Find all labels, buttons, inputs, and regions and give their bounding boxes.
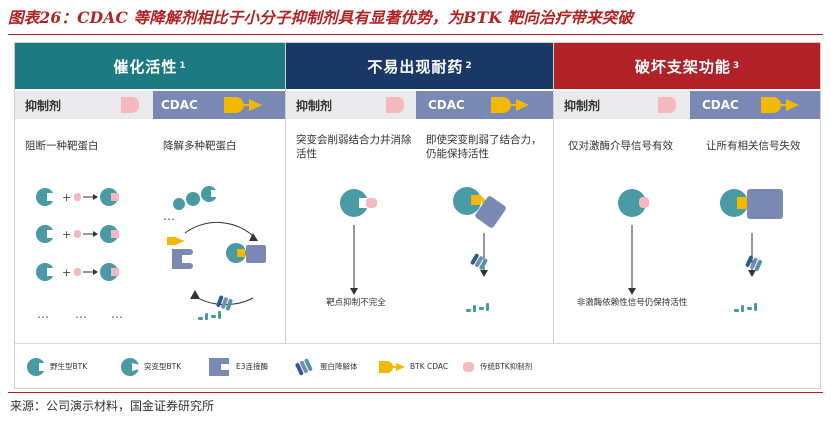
- inhibitor-icon: [658, 97, 677, 113]
- legend-label: 传统BTK抑制剂: [480, 362, 533, 371]
- desc-cdac-1: 降解多种靶蛋白: [163, 140, 237, 152]
- btk-cdac-icon: [379, 360, 405, 373]
- legend-label: 蛋白降解体: [320, 362, 358, 371]
- tab-inhibitor-3-label: 抑制剂: [564, 98, 601, 113]
- tab-inhibitor-1-label: 抑制剂: [25, 98, 62, 113]
- mutant-btk-with-inhibitor: [340, 189, 377, 295]
- e3-ligase-icon: [209, 357, 229, 376]
- cdac-icon: [223, 97, 262, 113]
- legend-label: 野生型BTK: [50, 362, 88, 371]
- more-targets-dots: …: [163, 209, 176, 223]
- source-divider: [8, 392, 823, 393]
- wildtype-btk-icon: [27, 357, 47, 376]
- legend-item: 蛋白降解体: [293, 344, 358, 388]
- legend-label: 突变型BTK: [144, 362, 182, 371]
- figure-title: 图表26：CDAC 等降解剂相比于小分子抑制剂具有显著优势，为BTK 靶向治疗带…: [8, 8, 634, 27]
- header-catalytic-label: 催化活性: [113, 57, 178, 76]
- legend-label: BTK CDAC: [410, 362, 449, 371]
- catalytic-cycle: [167, 186, 266, 320]
- mutant-btk-icon: [121, 357, 140, 376]
- scaffold-illustration: [618, 189, 783, 312]
- inhibitor-binding-row: +: [36, 188, 119, 206]
- protein-fragment-icon: [295, 358, 313, 375]
- inhibitor-icon: [386, 97, 405, 113]
- header-scaffold-label: 破坏支架功能: [634, 57, 731, 76]
- cdac-icon: [490, 97, 529, 113]
- inhibitor-binding-row: +: [36, 263, 119, 281]
- inhibitor-icon: [121, 97, 140, 113]
- legend-item: 野生型BTK: [25, 344, 88, 388]
- tab-cdac-2-label: CDAC: [428, 98, 465, 112]
- tab-inhibitor-2: 抑制剂: [286, 91, 416, 119]
- inhibitor-binding-row: +: [36, 225, 119, 243]
- legend-item: 传统BTK抑制剂: [461, 344, 533, 388]
- header-resistance-label: 不易出现耐药: [367, 57, 464, 76]
- tab-cdac-3: CDAC: [690, 91, 820, 119]
- cdac-icon: [760, 97, 799, 113]
- legend-item: E3连接酶: [207, 344, 269, 388]
- svg-text:+: +: [62, 228, 71, 241]
- header-catalytic-sup: 1: [179, 61, 187, 71]
- header-resistance-sup: 2: [465, 61, 473, 71]
- desc-cdac-2: 即使突变削弱了结合力，仍能保持活性: [426, 134, 542, 160]
- svg-text:+: +: [62, 266, 71, 279]
- tab-cdac-1-label: CDAC: [161, 98, 198, 112]
- tab-cdac-1: CDAC: [153, 91, 285, 119]
- tab-inhibitor-3: 抑制剂: [554, 91, 690, 119]
- svg-text:+: +: [62, 191, 71, 204]
- catalytic-illustration: + + +: [36, 186, 266, 320]
- tab-cdac-2: CDAC: [416, 91, 554, 119]
- btk-inhibitor-icon: [463, 361, 474, 372]
- ellipsis: …: [75, 307, 88, 321]
- ellipsis: …: [37, 307, 50, 321]
- title-divider: [8, 34, 823, 35]
- btk-with-cdac: [720, 189, 783, 312]
- desc-inhibitor-3: 仅对激酶介导信号有效: [568, 140, 673, 152]
- tab-cdac-3-label: CDAC: [702, 98, 739, 112]
- desc-cdac-3: 让所有相关信号失效: [706, 140, 801, 152]
- desc-inhibitor-2: 突变会削弱结合力并消除活性: [296, 134, 412, 160]
- legend-label: E3连接酶: [236, 362, 269, 371]
- tab-inhibitor-1: 抑制剂: [15, 91, 153, 119]
- note-non-kinase-signal: 非激酶依赖性信号仍保持活性: [576, 298, 688, 308]
- note-incomplete-inhibition: 靶点抑制不完全: [326, 298, 386, 308]
- mutant-btk-with-cdac: [453, 187, 506, 312]
- source-note: 来源：公司演示材料，国金证券研究所: [10, 399, 215, 413]
- legend-item: BTK CDAC: [377, 344, 449, 388]
- ellipsis: …: [111, 307, 124, 321]
- desc-inhibitor-1: 阻断一种靶蛋白: [25, 140, 99, 152]
- resistance-illustration: [340, 187, 506, 312]
- tab-inhibitor-2-label: 抑制剂: [296, 98, 333, 113]
- legend: 野生型BTK 突变型BTK E3连接酶 蛋白降解体 BTK CDAC 传统BTK…: [15, 343, 820, 388]
- header-scaffold-sup: 3: [732, 61, 741, 71]
- btk-with-inhibitor: [618, 189, 649, 295]
- legend-item: 突变型BTK: [119, 344, 182, 388]
